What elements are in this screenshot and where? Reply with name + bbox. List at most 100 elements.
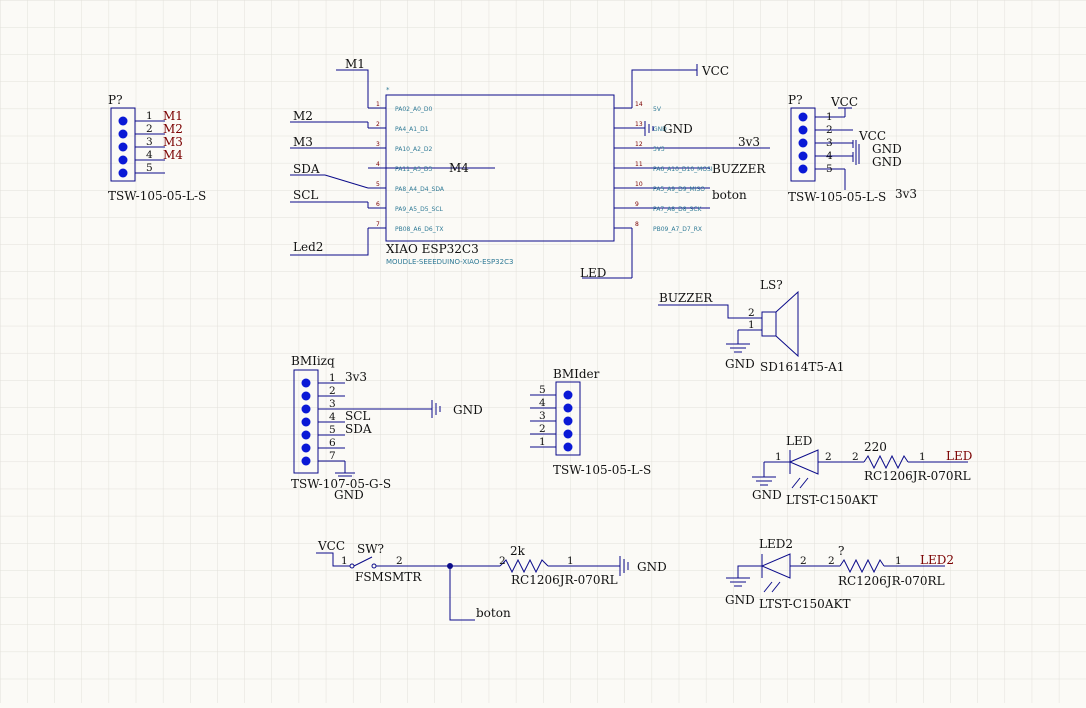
mcu-pin-num: 3 [376,141,380,148]
buzzer-ref: LS? [760,278,783,292]
mcu-pin-num: 5 [376,181,380,188]
pin-dots [798,112,808,174]
pin-number: 1 [341,555,348,567]
mcu-pin-num: 9 [635,201,639,208]
net-label-vcc: VCC [317,539,345,553]
led1-circuit[interactable] [752,449,968,489]
pin-number: 2 [329,385,336,397]
net-label-boton: boton [476,606,511,620]
mcu-pin-name: PA4_A1_D1 [395,126,429,133]
switch-circuit[interactable] [316,552,629,621]
net-label-buzzer: BUZZER [712,162,766,176]
mcu-pin-name: 5V [653,106,662,113]
mcu-pin-name: PA8_A4_D4_SDA [395,186,445,193]
led1-resistor-part: RC1206JR-070RL [864,469,971,483]
pin-number: 7 [329,450,336,462]
switch-resistor-part: RC1206JR-070RL [511,573,618,587]
net-label-m3: M3 [293,135,313,149]
net-label-3v3: 3v3 [345,370,367,384]
mcu-star: * [386,86,390,94]
net-label-m1: M1 [345,57,365,71]
net-label: M4 [163,148,183,162]
pin-number: 2 [748,307,755,319]
net-label-vcc: VCC [830,95,858,109]
led1-part: LTST-C150AKT [786,493,877,507]
mcu-pin-num: 1 [376,101,380,108]
switch-resistor-value: 2k [510,544,526,558]
bmi-izq-part: TSW-107-05-G-S [291,477,391,491]
led2-resistor-part: RC1206JR-070RL [838,574,945,588]
mcu-left-wires [290,69,495,256]
mcu-pin-name: PA5_A9_D9_MISO [653,186,705,193]
bmi-der-connector[interactable] [530,381,581,456]
net-label-vcc: VCC [701,64,729,78]
buzzer[interactable] [658,290,799,358]
pin-dots [563,390,573,452]
pin-number: 1 [775,451,782,463]
pin-number: 2 [539,423,546,435]
net-label-gnd: GND [872,155,902,169]
pin-number: 1 [826,111,833,123]
net-label: M1 [163,109,183,123]
pin-number: 2 [825,451,832,463]
mcu-pin-num: 7 [376,221,380,228]
mcu-pin-num: 14 [635,101,643,108]
pin-number: 4 [329,411,336,423]
mcu-pin-name: PA02_A0_D0 [395,106,433,113]
pin-number: 1 [146,110,153,122]
pin-number: 1 [329,372,336,384]
mcu-pin-name: 3V3 [653,146,665,153]
led2-ref: LED2 [759,537,793,551]
connector-left[interactable] [110,107,165,182]
net-label-sda: SDA [345,422,372,436]
mcu-pin-num: 8 [635,221,639,228]
net-label-sda: SDA [293,162,320,176]
led2-circuit[interactable] [726,553,945,593]
net-label-led: LED [580,266,606,280]
net-label-gnd: GND [334,488,364,502]
pin-number: 5 [539,384,546,396]
net-label-gnd: GND [725,593,755,607]
connector-left-part: TSW-105-05-L-S [108,189,206,203]
mcu-pin-num: 10 [635,181,643,188]
mcu-pin-num: 4 [376,161,380,168]
pin-number: 2 [826,124,833,136]
net-label-vcc: VCC [858,129,886,143]
bmi-izq-connector[interactable] [293,369,441,477]
pin-number: 5 [146,162,153,174]
net-label-gnd: GND [752,488,782,502]
pin-number: 1 [919,451,926,463]
mcu-name: XIAO ESP32C3 [386,242,479,256]
mcu-pin-name: PA7_A8_D8_SCK [653,206,703,213]
bmi-izq-ref: BMIizq [291,354,335,368]
led1-resistor-value: 220 [864,440,887,454]
net-label-m2: M2 [293,109,313,123]
bmi-der-part: TSW-105-05-L-S [553,463,651,477]
pin-number: 3 [826,137,833,149]
net-label: M3 [163,135,183,149]
pin-number: 3 [539,410,546,422]
net-label-m4: M4 [449,161,469,175]
pin-number: 1 [539,436,546,448]
mcu-pin-num: 2 [376,121,380,128]
mcu-pin-name: PA10_A2_D2 [395,146,433,153]
mcu-pin-num: 11 [635,161,643,168]
net-label-3v3: 3v3 [895,187,917,201]
pin-number: 6 [329,437,336,449]
pin-number: 5 [329,424,336,436]
connector-right[interactable] [790,107,860,190]
mcu-footprint: MOUDLE-SEEEDUINO-XIAO-ESP32C3 [386,258,513,266]
bmi-der-ref: BMIder [553,367,600,381]
net-label-buzzer: BUZZER [659,291,713,305]
connector-left-ref: P? [108,93,123,107]
led1-ref: LED [786,434,812,448]
pin-number: 2 [146,123,153,135]
pin-number: 2 [800,555,807,567]
mcu-pin-num: 6 [376,201,380,208]
pin-number: 1 [567,555,574,567]
pin-number: 1 [748,319,755,331]
net-label-led2: LED2 [920,553,954,567]
pin-number: 5 [826,163,833,175]
